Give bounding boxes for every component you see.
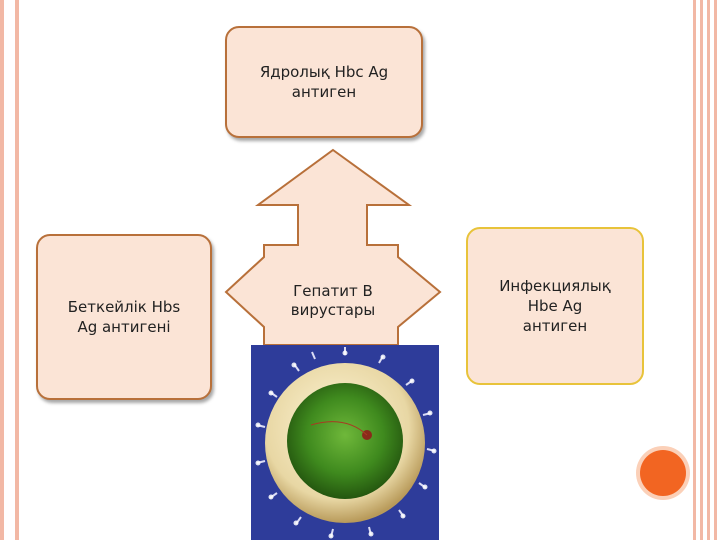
right-border-stripe-3 [707,0,710,540]
core-antigen-label: Ядролық Hbc Ag антиген [259,63,389,101]
surface-antigen-box: Беткейлік Hbs Ag антигені [36,234,212,400]
decorative-orange-dot [640,450,686,496]
infectious-antigen-box: Инфекциялық Hbe Ag антиген [466,227,644,385]
left-border-stripe [0,0,4,540]
right-border-stripe-2 [700,0,703,540]
left-border-stripe-inner [15,0,19,540]
infectious-antigen-label: Инфекциялық Hbe Ag антиген [499,277,611,335]
hepatitis-b-virus-image [251,345,439,540]
core-antigen-box: Ядролық Hbc Ag антиген [225,26,423,138]
right-border-stripe-1 [693,0,696,540]
surface-antigen-label: Беткейлік Hbs Ag антигені [67,298,181,336]
right-border-stripe-4 [714,0,717,540]
hepatitis-b-label: Гепатит В вирустары [290,282,376,319]
